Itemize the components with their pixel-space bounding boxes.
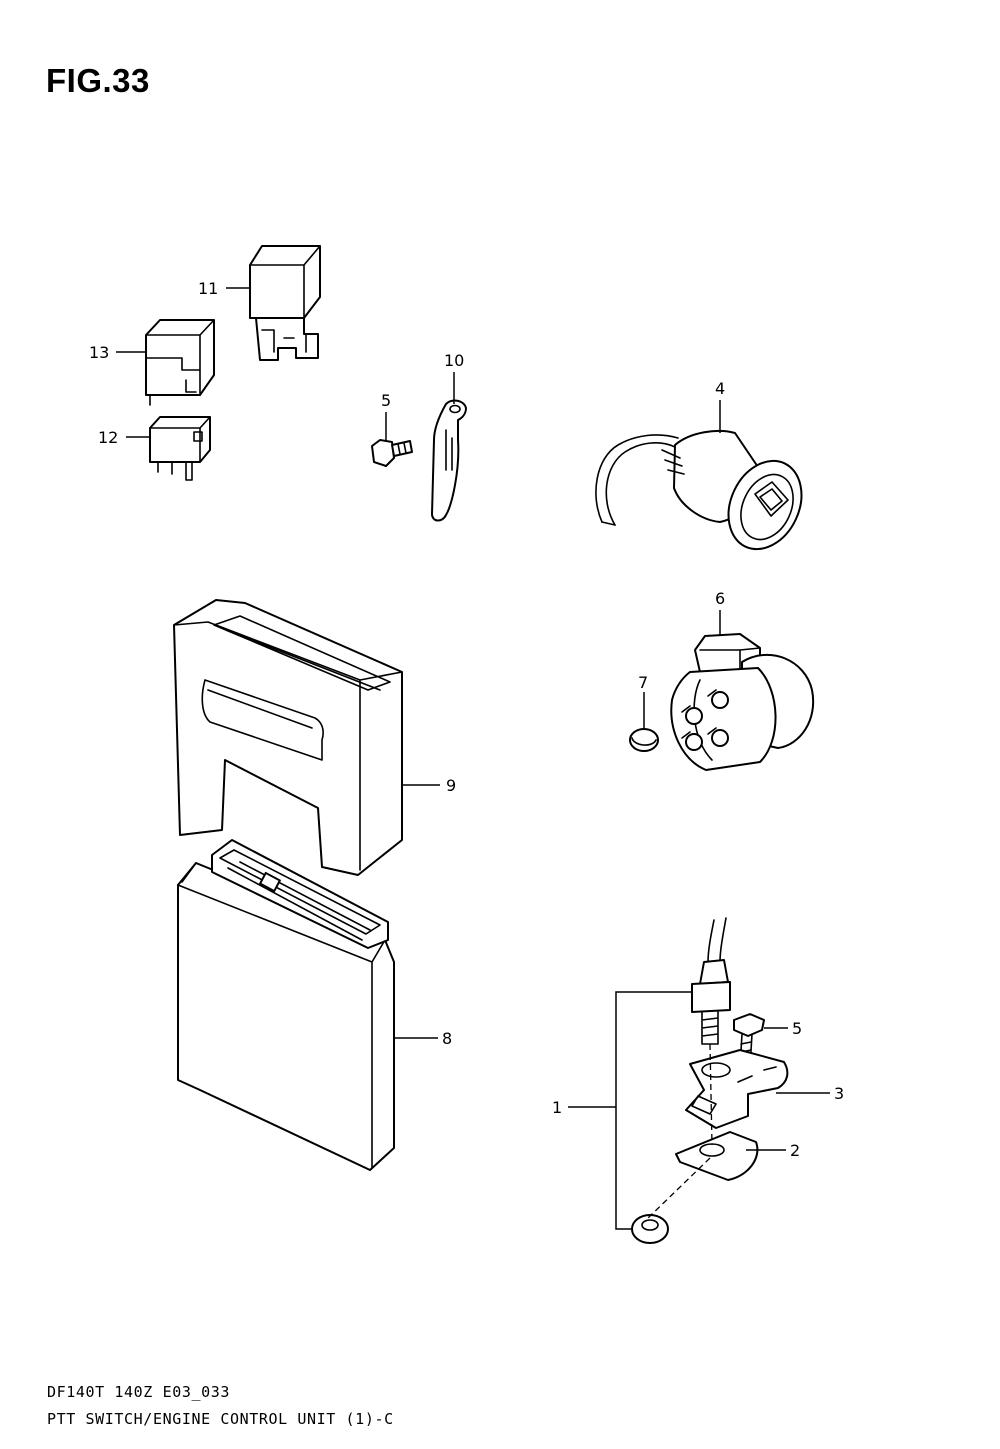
callout-9: 9 [446, 776, 456, 795]
figure-title: FIG.33 [46, 62, 150, 99]
part-3-bracket [685, 1049, 789, 1129]
callout-10: 10 [444, 351, 464, 370]
part-6-coupler [670, 633, 815, 771]
part-7-cap [629, 728, 659, 752]
part-12-relay [149, 416, 211, 481]
part-8-ecu [177, 839, 395, 1171]
part-10-strap [431, 399, 467, 522]
callout-2: 2 [790, 1141, 800, 1160]
footer-model-code: DF140T 140Z E03_033 [47, 1383, 230, 1401]
assembly-lines [647, 1043, 713, 1219]
leader-lines [116, 287, 830, 1230]
callout-12: 12 [98, 428, 118, 447]
part-11-relay [249, 245, 321, 361]
footer-caption: PTT SWITCH/ENGINE CONTROL UNIT (1)-C [47, 1410, 394, 1428]
callout-7: 7 [638, 673, 648, 692]
callout-8: 8 [442, 1029, 452, 1048]
part-9-bracket [173, 599, 403, 876]
callout-6: 6 [715, 589, 725, 608]
callout-11: 11 [198, 279, 218, 298]
callout-3: 3 [834, 1084, 844, 1103]
callout-4: 4 [715, 379, 725, 398]
callout-13: 13 [89, 343, 109, 362]
callout-labels: 11 13 12 5 10 4 6 7 9 8 5 3 2 1 [89, 279, 844, 1160]
callout-5-upper: 5 [381, 391, 391, 410]
part-2-plate [675, 1131, 759, 1181]
part-5-bolt-upper [371, 439, 413, 467]
callout-5-lower: 5 [792, 1019, 802, 1038]
callout-1: 1 [552, 1098, 562, 1117]
part-13-relay [145, 319, 215, 406]
part-4-connector [595, 430, 803, 551]
